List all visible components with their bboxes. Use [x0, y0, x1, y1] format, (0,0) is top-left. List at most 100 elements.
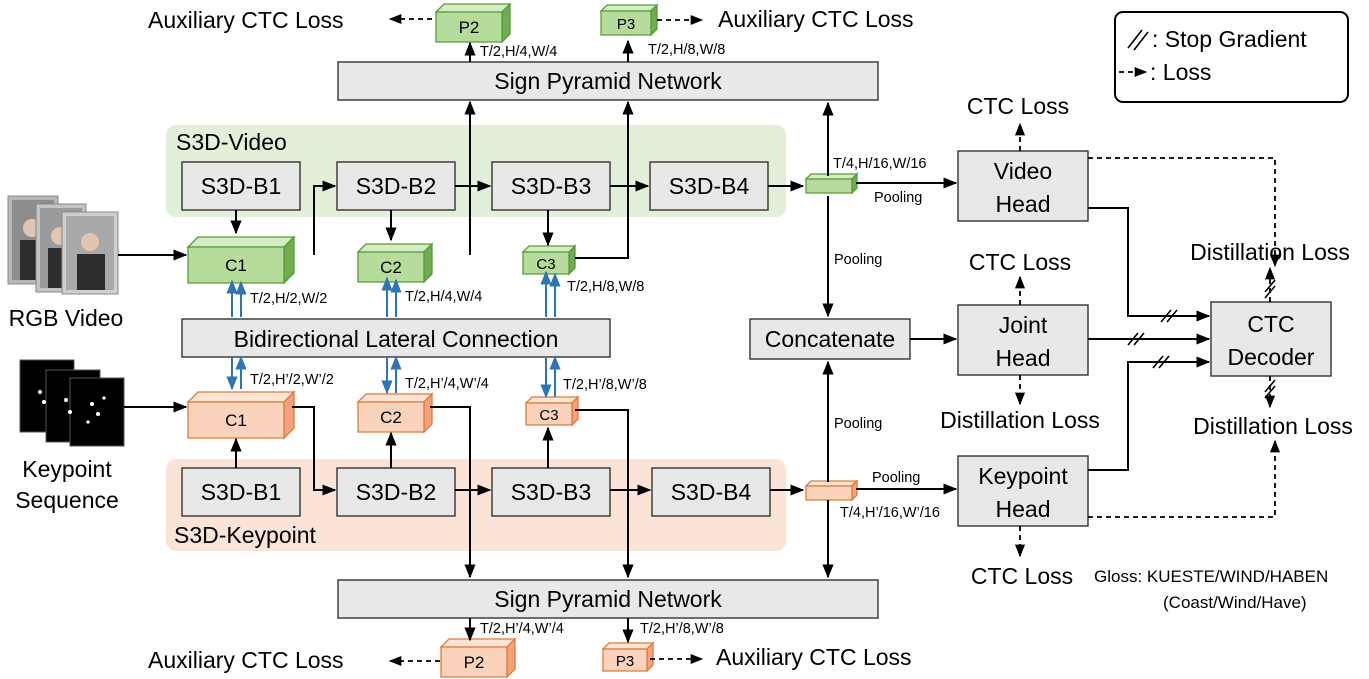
dim-kp-c3: T/2,H’/8,W’/8 [563, 377, 647, 393]
keypoint-sequence-thumbnails [19, 359, 125, 447]
video-c2-cube: C2 [356, 242, 434, 284]
stop-gradient-icon-2 [1133, 31, 1149, 51]
dim-video-c1: T/2,H/2,W/2 [250, 291, 327, 307]
joint-head-line1: Joint [999, 312, 1048, 338]
video-block-b1 [181, 161, 301, 211]
keypoint-block-b2-label: S3D-B2 [356, 479, 437, 505]
dim-kp-out: T/4,H’/16,W’/16 [840, 505, 940, 521]
pooling-video-down: Pooling [834, 252, 882, 268]
bidirectional-lateral-connection-label: Bidirectional Lateral Connection [234, 326, 559, 352]
keypoint-sequence-label-1: Keypoint [22, 456, 112, 482]
connections [118, 39, 1211, 644]
sign-pyramid-network-top-label: Sign Pyramid Network [494, 68, 722, 94]
bottom-p3-cube-label: P3 [616, 653, 634, 670]
ctc-loss-video: CTC Loss [967, 93, 1069, 119]
video-out-cube [804, 172, 859, 195]
bottom-p2-cube-label: P2 [464, 653, 485, 672]
s3d-video-title: S3D-Video [176, 129, 287, 155]
video-block-b3-label: S3D-B3 [511, 173, 592, 199]
ctc-decoder-line2: Decoder [1228, 344, 1315, 370]
ctc-loss-joint: CTC Loss [969, 249, 1071, 275]
keypoint-head-line1: Keypoint [978, 463, 1068, 489]
keypoint-c1-cube: C1 [186, 390, 296, 440]
video-block-b4 [649, 161, 769, 211]
ctc-loss-keypoint: CTC Loss [971, 563, 1073, 589]
keypoint-block-b3-label: S3D-B3 [511, 479, 592, 505]
distillation-loss-joint: Distillation Loss [940, 407, 1100, 433]
top-p3-cube-label: P3 [617, 16, 635, 33]
dim-video-c2: T/2,H/4,W/4 [405, 289, 482, 305]
dim-bottom-p3: T/2,H’/8,W’/8 [640, 621, 724, 637]
dim-kp-c2: T/2,H’/4,W’/4 [405, 376, 489, 392]
pooling-keypoint-head: Pooling [872, 470, 920, 486]
keypoint-out-cube [804, 479, 859, 502]
video-block-b4-label: S3D-B4 [669, 173, 750, 199]
top-p2-cube-label: P2 [459, 18, 480, 37]
dim-video-c3: T/2,H/8,W/8 [567, 279, 644, 295]
video-block-b3 [491, 161, 611, 211]
keypoint-block-b3 [491, 467, 611, 517]
keypoint-sequence-label-2: Sequence [15, 487, 119, 513]
pooling-keypoint-up: Pooling [834, 416, 882, 432]
dim-top-p2: T/2,H/4,W/4 [480, 44, 557, 60]
video-c2-cube-label: C2 [380, 258, 402, 277]
video-head-line1: Video [994, 158, 1052, 184]
legend-loss: : Loss [1150, 59, 1211, 85]
top-p3-cube: P3 [599, 3, 659, 37]
joint-head [957, 304, 1089, 376]
video-block-b1-label: S3D-B1 [201, 173, 282, 199]
s3d-keypoint-title: S3D-Keypoint [174, 522, 317, 548]
concatenate-box [749, 318, 911, 360]
legend-stop-gradient: : Stop Gradient [1152, 26, 1307, 52]
keypoint-block-b4-label: S3D-B4 [671, 479, 752, 505]
legend-box [1114, 11, 1349, 103]
joint-head-line2: Head [996, 345, 1051, 371]
aux-loss-bottom-right: Auxiliary CTC Loss [716, 644, 912, 670]
bottom-p3-cube: P3 [601, 641, 655, 673]
concatenate-label: Concatenate [765, 326, 895, 352]
video-block-b2-label: S3D-B2 [356, 173, 437, 199]
video-head [957, 150, 1089, 222]
keypoint-c3-cube: C3 [524, 395, 580, 427]
sign-pyramid-network-bottom [337, 579, 879, 619]
bottom-p2-cube: P2 [439, 637, 517, 679]
video-c3-cube-label: C3 [536, 256, 555, 273]
dim-video-out: T/4,H/16,W/16 [833, 156, 926, 172]
keypoint-c2-cube-label: C2 [380, 408, 402, 427]
aux-loss-top-right: Auxiliary CTC Loss [718, 6, 914, 32]
gloss-line-2: (Coast/Wind/Have) [1163, 593, 1307, 612]
keypoint-c2-cube: C2 [356, 392, 434, 434]
top-p2-cube: P2 [434, 2, 512, 44]
keypoint-block-b1 [181, 467, 301, 517]
keypoint-block-b2 [336, 467, 456, 517]
keypoint-head-line2: Head [996, 496, 1051, 522]
s3d-keypoint-group [166, 459, 786, 551]
aux-loss-bottom-left: Auxiliary CTC Loss [148, 647, 344, 673]
rgb-video-label: RGB Video [9, 305, 124, 331]
pooling-video-head: Pooling [874, 190, 922, 206]
ctc-decoder-line1: CTC [1247, 311, 1294, 337]
aux-loss-top-left: Auxiliary CTC Loss [148, 7, 344, 33]
ctc-decoder [1210, 301, 1332, 377]
keypoint-block-b4 [651, 467, 771, 517]
keypoint-block-b1-label: S3D-B1 [201, 479, 282, 505]
stop-gradient-marks [1127, 279, 1276, 399]
sign-pyramid-network-top [337, 61, 879, 101]
dim-top-p3: T/2,H/8,W/8 [648, 42, 725, 58]
keypoint-c1-cube-label: C1 [225, 411, 247, 430]
rgb-video-thumbnails [7, 195, 119, 295]
video-c1-cube: C1 [186, 235, 296, 285]
lateral-arrows [226, 270, 561, 399]
stop-gradient-icon [1127, 29, 1143, 49]
video-head-line2: Head [996, 191, 1051, 217]
dim-kp-c1: T/2,H’/2,W’/2 [250, 372, 334, 388]
video-c1-cube-label: C1 [225, 256, 247, 275]
s3d-video-group [166, 125, 786, 217]
dim-bottom-p2: T/2,H’/4,W’/4 [480, 621, 564, 637]
gloss-line-1: Gloss: KUESTE/WIND/HABEN [1094, 567, 1328, 586]
bidirectional-lateral-connection [181, 318, 611, 358]
keypoint-c3-cube-label: C3 [539, 407, 558, 424]
distillation-loss-bottom: Distillation Loss [1193, 413, 1353, 439]
video-block-b2 [336, 161, 456, 211]
